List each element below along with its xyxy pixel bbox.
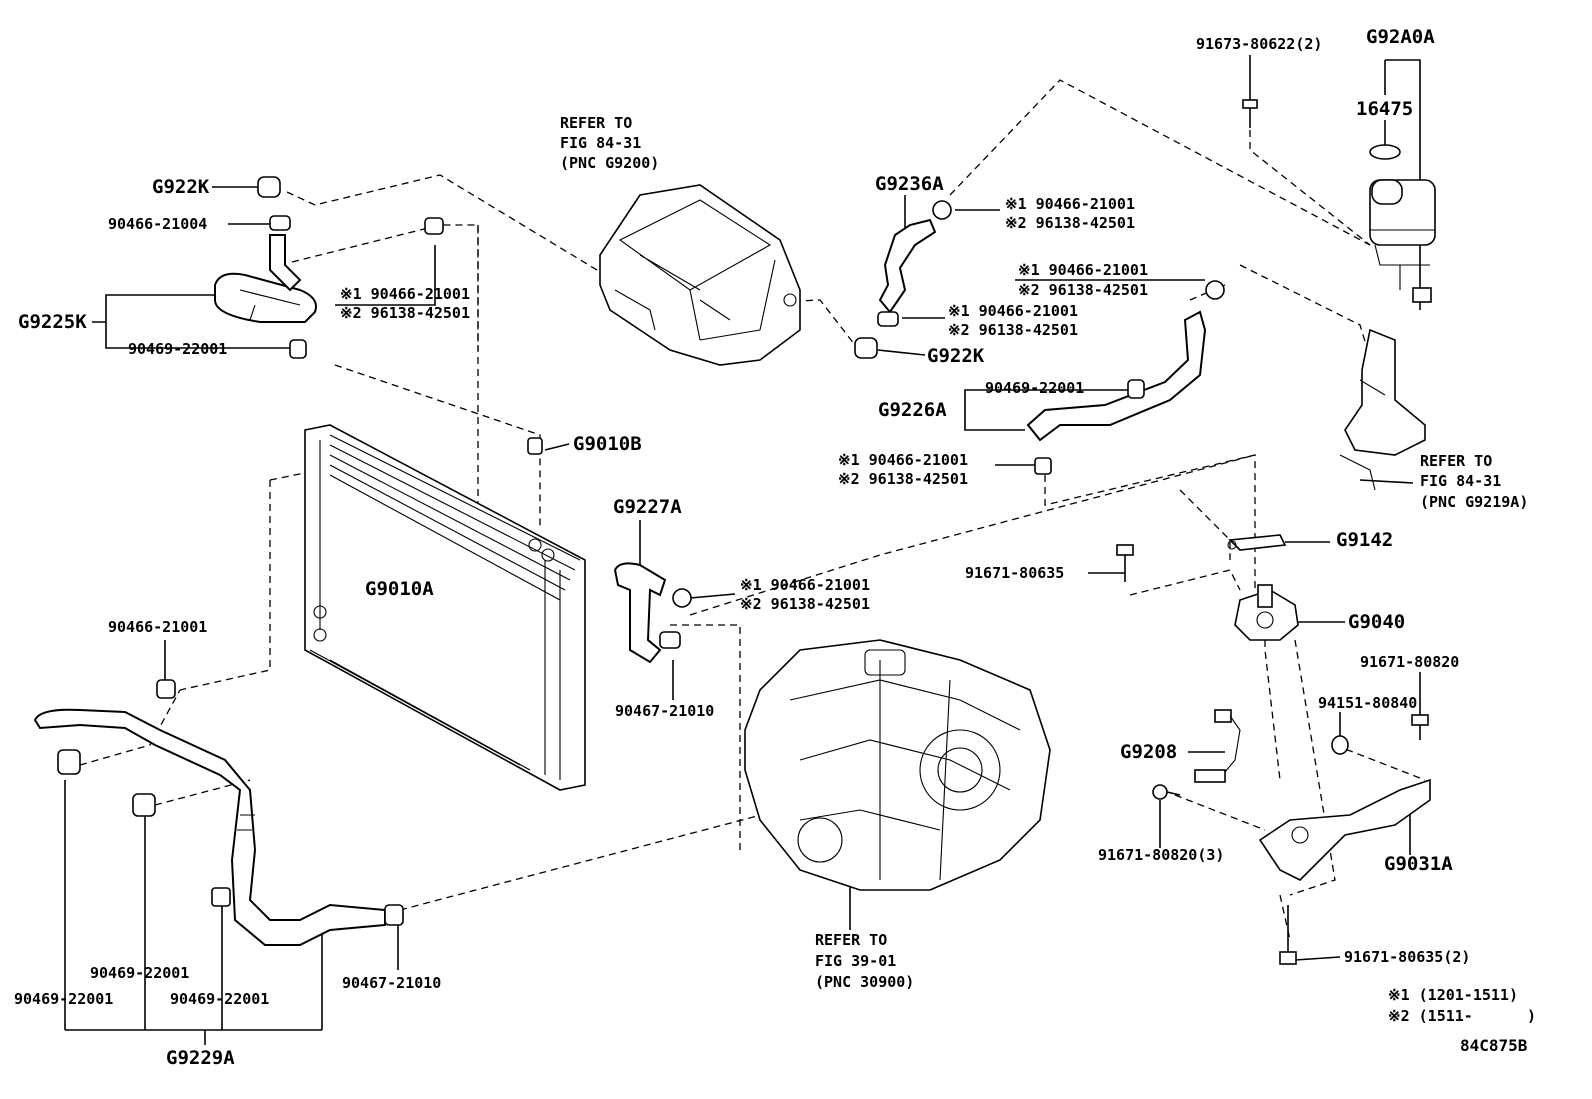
label-note2-a: ※2 96138-42501 xyxy=(340,304,470,322)
label-90469-22001-c: 90469-22001 xyxy=(90,964,189,982)
clamp-90469-22001-a xyxy=(289,339,307,359)
label-refer-30900-1: REFER TO xyxy=(815,931,887,949)
label-g9142: G9142 xyxy=(1336,529,1393,551)
bracket-right xyxy=(1339,328,1426,491)
clamp-90469-22001-c xyxy=(57,749,81,775)
label-90467-21010-a: 90467-21010 xyxy=(615,702,714,720)
label-refer-g9219a-3: (PNC G9219A) xyxy=(1420,493,1528,511)
inverter-housing xyxy=(599,184,801,366)
dashed-assembly-lines xyxy=(79,79,1426,941)
nut-94151-80840 xyxy=(1331,735,1349,755)
clamp-90466-21004 xyxy=(269,215,291,231)
label-note2-b: ※2 96138-42501 xyxy=(1005,214,1135,232)
label-16475: 16475 xyxy=(1356,98,1413,120)
label-g9236a: G9236A xyxy=(875,173,944,195)
label-90469-22001-a: 90469-22001 xyxy=(128,340,227,358)
bolt-91671-80635 xyxy=(1116,544,1134,582)
label-refer-g9219a-1: REFER TO xyxy=(1420,452,1492,470)
clamp-g922k-mid xyxy=(854,337,878,359)
clamp-note-c xyxy=(877,311,899,327)
label-refer-g9200-2: FIG 84-31 xyxy=(560,134,641,152)
label-94151-80840: 94151-80840 xyxy=(1318,694,1417,712)
label-90469-22001-e: 90469-22001 xyxy=(170,990,269,1008)
bolt-top-right xyxy=(1242,99,1258,128)
bolt-91671-80635-2 xyxy=(1279,905,1297,965)
clamp-90469-22001-b xyxy=(1127,379,1145,399)
clamp-90467-21010-b xyxy=(384,904,404,926)
clamp-g9010b xyxy=(527,437,543,455)
bolt-91671-80820-3 xyxy=(1152,784,1181,800)
label-90469-22001-d: 90469-22001 xyxy=(14,990,113,1008)
label-refer-30900-2: FIG 39-01 xyxy=(815,952,896,970)
label-note2-e: ※2 96138-42501 xyxy=(838,470,968,488)
label-note2-f: ※2 96138-42501 xyxy=(740,595,870,613)
bracket-g9142 xyxy=(1227,534,1287,551)
hose-g9229a xyxy=(33,708,386,946)
reservoir-cap-gasket xyxy=(1369,144,1401,160)
hose-g9236a xyxy=(878,218,937,314)
label-g922k-mid: G922K xyxy=(927,345,985,367)
label-note1-c: ※1 90466-21001 xyxy=(1018,261,1148,279)
hose-g9225k xyxy=(214,234,317,323)
label-91671-80820-3: 91671-80820(3) xyxy=(1098,846,1224,864)
label-g9229a: G9229A xyxy=(166,1047,235,1069)
label-91671-80635: 91671-80635 xyxy=(965,564,1064,582)
label-g9040: G9040 xyxy=(1348,611,1405,633)
clamp-note-d xyxy=(1205,280,1225,300)
label-90466-21001: 90466-21001 xyxy=(108,618,207,636)
bracket-g9031a xyxy=(1258,778,1431,881)
label-g9226a: G9226A xyxy=(878,399,947,421)
label-91673-80622-2: 91673-80622(2) xyxy=(1196,35,1322,53)
label-note2-d: ※2 96138-42501 xyxy=(948,321,1078,339)
clamp-note-a xyxy=(424,217,444,235)
label-g922k-top: G922K xyxy=(152,176,210,198)
label-g9010a: G9010A xyxy=(365,578,434,600)
radiator-oil-cooler xyxy=(304,424,586,791)
label-90469-22001-b: 90469-22001 xyxy=(985,379,1084,397)
label-note1-e: ※1 90466-21001 xyxy=(838,451,968,469)
bolt-91671-80820 xyxy=(1411,714,1429,740)
legend-line-2: ※2 (1511- ) xyxy=(1388,1007,1536,1025)
wire-harness-g9208 xyxy=(1194,709,1241,783)
label-refer-g9200-3: (PNC G9200) xyxy=(560,154,659,172)
label-g9208: G9208 xyxy=(1120,741,1177,763)
label-g9227a: G9227A xyxy=(613,496,682,518)
clamp-90466-21001 xyxy=(156,679,176,699)
clamp-note-b xyxy=(932,200,952,220)
legend-line-1: ※1 (1201-1511) xyxy=(1388,986,1518,1004)
label-refer-30900-3: (PNC 30900) xyxy=(815,973,914,991)
label-g9010b: G9010B xyxy=(573,433,642,455)
label-91671-80635-2: 91671-80635(2) xyxy=(1344,948,1470,966)
hose-g9227a xyxy=(613,562,667,664)
label-91671-80820: 91671-80820 xyxy=(1360,653,1459,671)
label-refer-g9219a-2: FIG 84-31 xyxy=(1420,472,1501,490)
clamp-90469-22001-e xyxy=(211,887,231,907)
label-g9031a: G9031A xyxy=(1384,853,1453,875)
transaxle-assembly xyxy=(744,639,1051,891)
legend: ※1 (1201-1511) ※2 (1511- ) xyxy=(1388,986,1536,1025)
label-note1-a: ※1 90466-21001 xyxy=(340,285,470,303)
clamp-90467-21010-a xyxy=(659,631,681,649)
clamp-90469-22001-d xyxy=(132,793,156,817)
figure-code: 84C875B xyxy=(1460,1036,1528,1055)
label-note1-d: ※1 90466-21001 xyxy=(948,302,1078,320)
clamp-note-e xyxy=(1034,457,1052,475)
label-90466-21004: 90466-21004 xyxy=(108,215,207,233)
hose-g9226a xyxy=(1026,310,1207,442)
clamp-g922k-top xyxy=(257,176,281,198)
leader-lines xyxy=(64,55,1421,1045)
label-note1-b: ※1 90466-21001 xyxy=(1005,195,1135,213)
label-90467-21010-b: 90467-21010 xyxy=(342,974,441,992)
label-g9225k: G9225K xyxy=(18,311,87,333)
label-refer-g9200-1: REFER TO xyxy=(560,114,632,132)
part-labels: G92A0A 16475 91673-80622(2) G922K 90466-… xyxy=(14,26,1528,1069)
label-note1-f: ※1 90466-21001 xyxy=(740,576,870,594)
reservoir-tank xyxy=(1369,179,1436,303)
clamp-note-f xyxy=(672,588,692,608)
label-g92a0a: G92A0A xyxy=(1366,26,1435,48)
pump-g9040 xyxy=(1234,584,1299,641)
label-note2-c: ※2 96138-42501 xyxy=(1018,281,1148,299)
